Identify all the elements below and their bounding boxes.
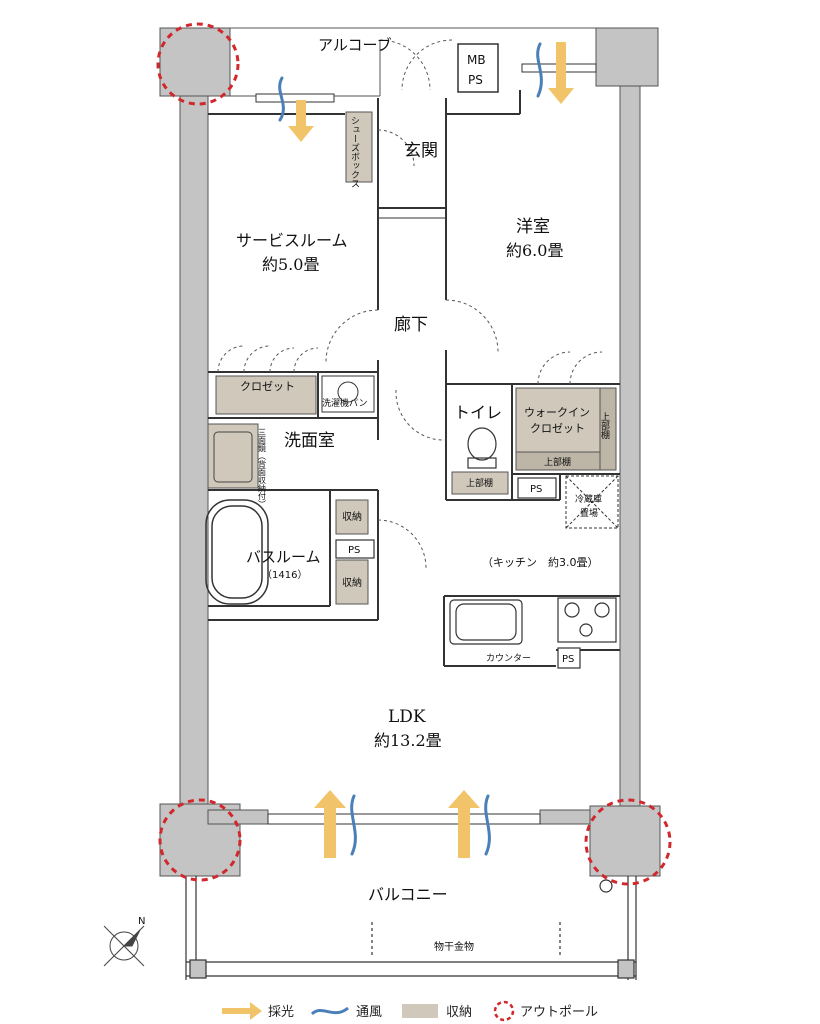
washer-pan: [321, 375, 375, 413]
legend-storage: 収納: [446, 1005, 472, 1020]
washroom-label: 洗面室: [284, 431, 335, 451]
outpoles: [156, 22, 672, 886]
service-room-name: サービスルーム: [236, 231, 348, 250]
outpole-top-left: [156, 22, 240, 106]
closet-doors: [217, 39, 603, 569]
ps-bath-label: PS: [348, 545, 360, 556]
legend-outpole-icon: [493, 1000, 515, 1022]
counter-label: カウンター: [486, 653, 531, 664]
ldk-name: LDK: [388, 707, 426, 727]
fridge-label-1: 冷蔵庫: [575, 493, 602, 505]
storage-1-label: 収納: [342, 510, 362, 523]
western-room-name: 洋室: [516, 217, 550, 237]
alcove-label: アルコーブ: [318, 36, 392, 54]
legend-daylight-icon: [222, 1002, 262, 1020]
balcony-structure: [185, 876, 637, 980]
toilet-fixture: [467, 427, 497, 469]
outpole-bottom-left: [158, 798, 242, 882]
ps-kitchen-label: PS: [562, 654, 574, 665]
kitchen-fixtures: [449, 597, 617, 645]
western-room-size: 約6.0畳: [506, 241, 563, 260]
storage-2-label: 収納: [342, 576, 362, 589]
closet: [215, 375, 317, 415]
mbps-label-bottom: PS: [468, 73, 483, 87]
walkin-label-2: クロゼット: [530, 422, 585, 435]
bathroom-size: （1416）: [262, 569, 307, 581]
legend-storage-icon: [402, 1004, 438, 1018]
toilet-label: トイレ: [454, 403, 502, 422]
entrance-label: 玄関: [404, 141, 438, 161]
legend: 採光 通風 収納 アウトポール: [222, 1000, 598, 1022]
mbps-label-top: MB: [467, 53, 486, 67]
service-room-size: 約5.0畳: [262, 255, 319, 274]
balcony-label: バルコニー: [368, 885, 448, 904]
washer-pan-label: 洗濯機パン: [322, 397, 367, 409]
legend-ventilation-icon: [310, 1006, 349, 1016]
walkin-shelf-side-label: 上部棚: [599, 412, 610, 440]
mbps-box: [457, 43, 499, 93]
storage-2: [335, 559, 369, 605]
corridor-label: 廊下: [394, 315, 428, 335]
shoebox: [345, 111, 373, 183]
walkin-shelf-bottom: [515, 451, 601, 471]
outpole-bottom-right: [584, 798, 672, 886]
walkin-shelf-side: [599, 387, 617, 471]
storage-1: [335, 499, 369, 535]
legend-outpole: アウトポール: [520, 1005, 598, 1020]
legend-daylight: 採光: [268, 1005, 294, 1020]
toilet-shelf: [451, 471, 509, 495]
legend-ventilation: 通風: [356, 1005, 382, 1020]
ps-boxes: [335, 477, 581, 669]
kitchen-label: （キッチン 約3.0畳）: [482, 555, 599, 569]
bathtub: [205, 499, 269, 605]
interior-walls: [208, 90, 620, 667]
vanity-sink: [213, 431, 253, 483]
exterior-walls: [159, 27, 661, 877]
fridge-label-2: 置場: [580, 507, 598, 519]
vanity: [207, 423, 259, 489]
toilet-shelf-label: 上部棚: [466, 477, 493, 489]
walkin-label-1: ウォークイン: [524, 406, 590, 419]
drying-rack-label: 物干金物: [434, 940, 474, 953]
vanity-label: 三面鏡（背面収納付）: [258, 428, 267, 508]
shoebox-label: シューズボックス: [349, 116, 360, 188]
bathroom-name: バスルーム: [246, 548, 321, 566]
ventilation-lines: [278, 42, 543, 856]
alcove-outline: [230, 27, 596, 97]
storage-areas: [207, 111, 617, 605]
fridge-space: [565, 475, 619, 529]
north-label: N: [138, 916, 145, 927]
ps-toilet-label: PS: [530, 484, 542, 495]
closet-label: クロゼット: [240, 380, 295, 393]
ldk-size: 約13.2畳: [374, 731, 442, 750]
daylight-arrows: [288, 42, 574, 858]
walkin-shelf-bottom-label: 上部棚: [544, 456, 571, 468]
compass: [103, 925, 145, 967]
